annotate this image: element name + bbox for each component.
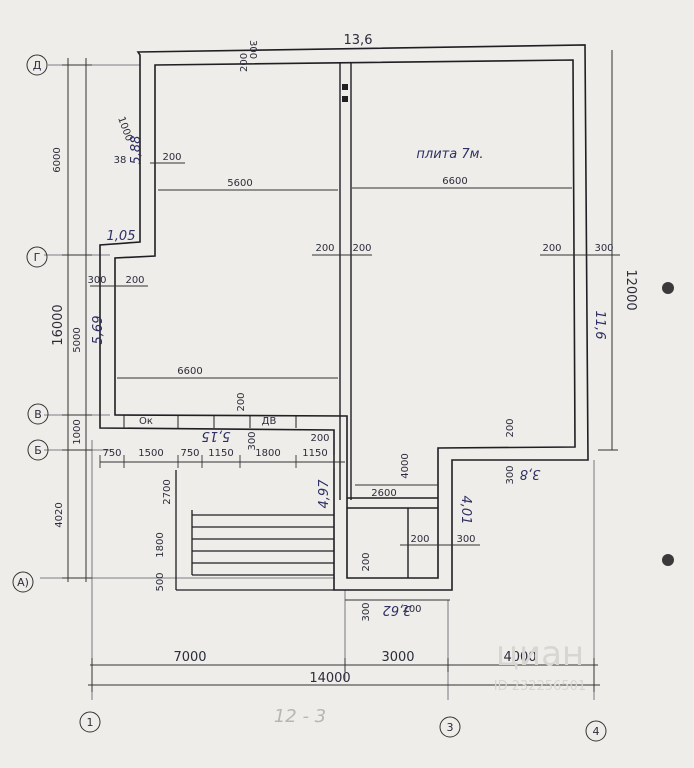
- dim-left-5-88: 5,88: [129, 136, 144, 165]
- axis-marker-b: [27, 439, 49, 461]
- dim-top-300: 300: [247, 40, 258, 59]
- dim-6600-left: 6600: [177, 366, 202, 377]
- exterior-walls: [99, 44, 589, 591]
- dim-300-lower: 300: [505, 465, 516, 484]
- openings-front: [123, 415, 297, 428]
- dim-bottom-3000: 3000: [381, 650, 414, 665]
- axis-label-3: 3: [447, 721, 454, 734]
- dim-300-r: 300: [594, 243, 613, 254]
- axis-marker-4: [585, 720, 607, 742]
- axis-marker-d: [26, 54, 48, 76]
- dim-left-4020: 4020: [54, 502, 65, 527]
- dim-top-200: 200: [239, 53, 250, 72]
- dim-200-r: 200: [542, 243, 561, 254]
- bottom-pencil-note: 12 - 3: [274, 706, 326, 727]
- dim-200-mid: 200: [410, 534, 429, 545]
- dim-left-6000: 6000: [52, 147, 63, 172]
- dim-200-mid2: 200: [361, 552, 372, 571]
- axis-marker-v: [27, 403, 49, 425]
- dim-500: 500: [155, 572, 166, 591]
- dim-lines-interior: [90, 162, 620, 546]
- dim-left-5000: 5000: [72, 327, 83, 352]
- axis-marker-a: [12, 571, 34, 593]
- dim-200-window: 200: [236, 392, 247, 411]
- axis-marker-1: [79, 711, 101, 733]
- watermark-logo: циан: [496, 634, 584, 674]
- dim-left-1-05: 1,05: [107, 229, 136, 244]
- dim-200-lower: 200: [505, 418, 516, 437]
- axis-label-g: Г: [34, 251, 41, 264]
- axis-marker-3: [439, 716, 461, 738]
- dim-200-c: 200: [352, 243, 371, 254]
- dim-left-200: 200: [125, 275, 144, 286]
- partition-wall: [339, 62, 438, 578]
- dim-left-16000: 16000: [51, 304, 66, 345]
- dim-1800: 1800: [155, 532, 166, 557]
- dim-200-b: 200: [315, 243, 334, 254]
- axis-marker-g: [26, 246, 48, 268]
- staircase: [175, 470, 334, 591]
- hole-punch-bottom: [662, 554, 674, 566]
- axis-label-b: Б: [34, 444, 42, 457]
- dim-left-1000: 1000: [72, 419, 83, 444]
- dim-opening-750a: 750: [102, 448, 121, 459]
- axis-label-1: 1: [87, 716, 94, 729]
- dim-opening-1800: 1800: [255, 448, 280, 459]
- dim-200-door: 200: [310, 433, 329, 444]
- dim-right-4-97: 4,97: [317, 479, 332, 509]
- dim-right-4-01: 4,01: [458, 496, 473, 525]
- overall-width-label: 13,6: [344, 33, 373, 48]
- dim-4000: 4000: [400, 453, 411, 478]
- door-label: ДВ: [262, 416, 277, 427]
- dim-lines-right: [598, 50, 618, 451]
- plate-note: плита 7м.: [416, 147, 483, 162]
- dim-lines-openings: [99, 455, 345, 468]
- dim-2700: 2700: [162, 479, 173, 504]
- dim-300-door: 300: [247, 431, 258, 450]
- dim-lines-bottom: [88, 599, 600, 692]
- hole-punch-top: [662, 282, 674, 294]
- dim-300-mid: 300: [456, 534, 475, 545]
- axis-label-v: В: [34, 408, 42, 421]
- dim-200-bottom: 200: [402, 604, 421, 615]
- dim-right-3-8: 3,8: [520, 466, 541, 481]
- dim-200-a: 200: [162, 152, 181, 163]
- dim-5600: 5600: [227, 178, 252, 189]
- dim-right-5-15: 5,15: [202, 428, 231, 443]
- window-label: Ок: [139, 416, 153, 427]
- dim-lines-left: [62, 58, 92, 582]
- dim-left-5-69: 5,69: [91, 316, 106, 345]
- dim-opening-1500: 1500: [138, 448, 163, 459]
- axis-label-a: А): [17, 576, 29, 589]
- dim-opening-1150b: 1150: [302, 448, 327, 459]
- dim-opening-1150a: 1150: [208, 448, 233, 459]
- opening-mark-2: [342, 96, 348, 102]
- dim-right-11-6: 11,6: [592, 311, 607, 340]
- dim-right-12000: 12000: [623, 269, 638, 310]
- dim-bottom-7000: 7000: [173, 650, 206, 665]
- dim-bottom-14000: 14000: [309, 671, 350, 686]
- dim-6600-right: 6600: [442, 176, 467, 187]
- dim-2600: 2600: [371, 488, 396, 499]
- axis-label-d: Д: [33, 59, 42, 72]
- watermark-id: ID 232256501: [494, 679, 586, 694]
- dim-opening-750b: 750: [180, 448, 199, 459]
- dim-left-38: 38: [114, 155, 127, 166]
- axis-label-4: 4: [593, 725, 600, 738]
- dim-300-bottom: 300: [361, 602, 372, 621]
- axis-markers: [12, 54, 607, 742]
- dim-bottom-4000: 4000: [503, 650, 536, 665]
- dim-left-300: 300: [87, 275, 106, 286]
- opening-mark-1: [342, 84, 348, 90]
- dim-right-3-62: 3,62: [383, 602, 412, 617]
